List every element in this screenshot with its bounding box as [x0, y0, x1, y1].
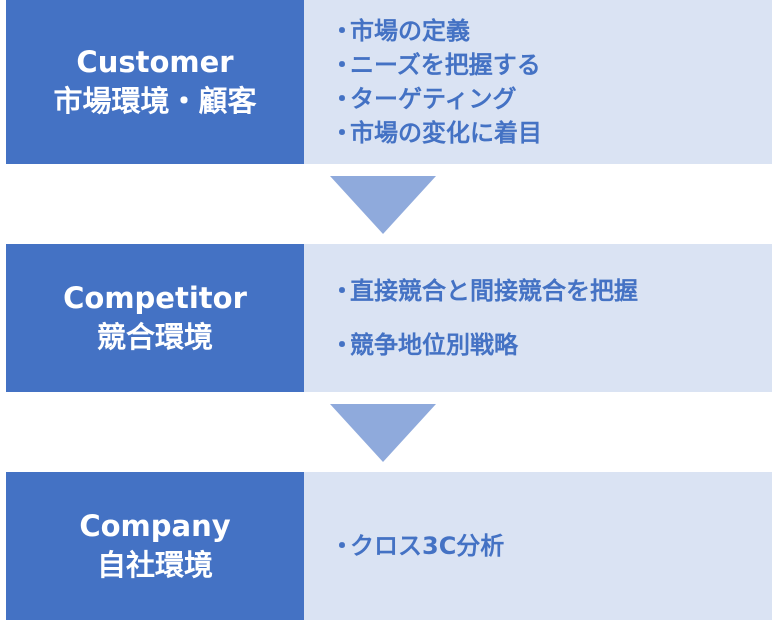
bullet-text: 市場の定義	[350, 17, 470, 45]
bullet-item: ・ 市場の定義	[330, 14, 772, 48]
bullet-text: ターゲティング	[350, 85, 517, 113]
stage-label-box: Competitor 競合環境	[6, 244, 304, 392]
bullet-item: ・ ニーズを把握する	[330, 48, 772, 82]
stage-title-ja: 市場環境・顧客	[53, 84, 257, 118]
bullet-marker: ・	[330, 277, 354, 305]
bullet-marker: ・	[330, 331, 354, 359]
stage-label-box: Customer 市場環境・顧客	[6, 0, 304, 164]
bullet-text: 競争地位別戦略	[350, 331, 518, 359]
stage-competitor: Competitor 競合環境 ・ 直接競合と間接競合を把握 ・ 競争地位別戦略	[6, 244, 772, 392]
bullet-marker: ・	[330, 51, 354, 79]
bullet-text: 直接競合と間接競合を把握	[350, 277, 638, 305]
stage-title-ja: 自社環境	[96, 548, 213, 582]
stage-company: Company 自社環境 ・ クロス3C分析	[6, 472, 772, 620]
stage-detail-box: ・ クロス3C分析	[304, 472, 772, 620]
bullet-marker: ・	[330, 119, 354, 147]
bullet-item: ・ クロス3C分析	[330, 529, 772, 563]
down-arrow-icon	[330, 404, 436, 462]
stage-label-box: Company 自社環境	[6, 472, 304, 620]
bullet-item: ・ 市場の変化に着目	[330, 116, 772, 150]
bullet-marker: ・	[330, 532, 354, 560]
bullet-text: クロス3C分析	[350, 532, 505, 560]
stage-detail-box: ・ 直接競合と間接競合を把握 ・ 競争地位別戦略	[304, 244, 772, 392]
bullet-text: 市場の変化に着目	[350, 119, 542, 147]
bullet-item: ・ 直接競合と間接競合を把握	[330, 264, 772, 318]
bullet-marker: ・	[330, 17, 354, 45]
stage-title-en: Competitor	[63, 281, 247, 315]
stage-customer: Customer 市場環境・顧客 ・ 市場の定義 ・ ニーズを把握する ・ ター…	[6, 0, 772, 164]
bullet-text: ニーズを把握する	[350, 51, 541, 79]
down-arrow-icon	[330, 176, 436, 234]
bullet-marker: ・	[330, 85, 354, 113]
bullet-item: ・ 競争地位別戦略	[330, 318, 772, 372]
stage-title-en: Customer	[76, 45, 234, 79]
bullet-item: ・ ターゲティング	[330, 82, 772, 116]
stage-title-en: Company	[79, 509, 231, 543]
stage-detail-box: ・ 市場の定義 ・ ニーズを把握する ・ ターゲティング ・ 市場の変化に着目	[304, 0, 772, 164]
stage-title-ja: 競合環境	[96, 320, 213, 354]
